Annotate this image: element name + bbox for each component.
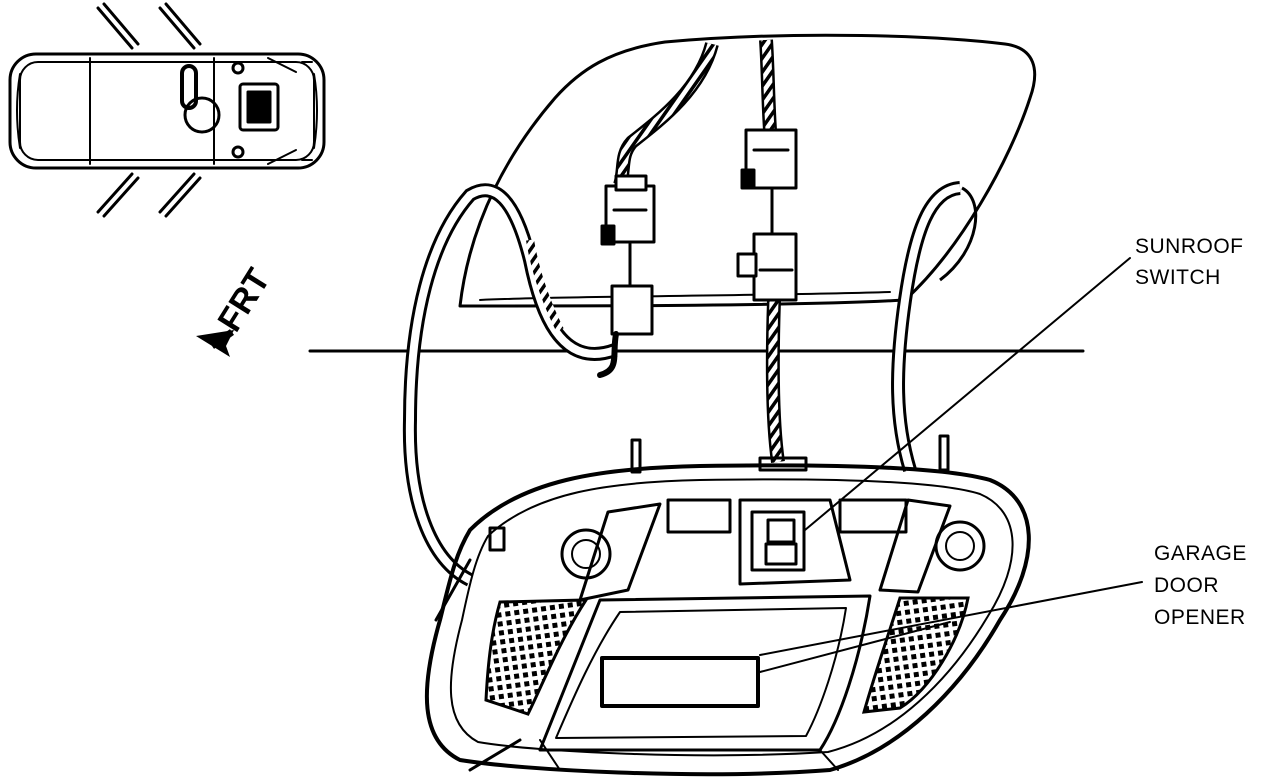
vehicle-body-outline bbox=[8, 52, 326, 170]
locator-sightlines bbox=[96, 2, 202, 218]
roof-panel bbox=[308, 33, 1085, 353]
garage-door-opener-label-line3: OPENER bbox=[1154, 606, 1246, 629]
front-direction-text: FRT bbox=[211, 262, 278, 338]
garage-door-opener-leader-upper bbox=[759, 581, 1143, 656]
center-upper-connector bbox=[740, 128, 798, 190]
inset-console-detail bbox=[180, 57, 313, 165]
vehicle-locator-inset bbox=[8, 2, 326, 218]
wiring-harnesses bbox=[402, 39, 978, 587]
left-lower-connector bbox=[597, 284, 654, 378]
console-lower-compartment bbox=[538, 594, 872, 771]
right-speaker-grille bbox=[861, 596, 970, 714]
garage-door-opener-label: GARAGE DOOR OPENER bbox=[1154, 542, 1247, 629]
garage-door-opener-leader-lower bbox=[759, 621, 951, 673]
garage-door-opener bbox=[600, 656, 760, 708]
mounting-studs bbox=[488, 434, 950, 552]
overhead-console bbox=[424, 434, 1031, 777]
garage-door-opener-label-line2: DOOR bbox=[1154, 574, 1219, 597]
front-direction-marker: FRT bbox=[196, 262, 278, 357]
sunroof-switch-leader bbox=[804, 257, 1131, 531]
right-loop-harness bbox=[891, 181, 962, 473]
sunroof-switch-label-line2: SWITCH bbox=[1135, 266, 1221, 289]
callout-leaders bbox=[759, 257, 1143, 673]
console-housing bbox=[424, 463, 1031, 777]
left-map-light bbox=[560, 528, 612, 580]
left-upper-connector bbox=[600, 174, 656, 246]
sunroof-switch-label-line1: SUNROOF bbox=[1135, 235, 1244, 258]
left-speaker-grille bbox=[484, 598, 589, 716]
center-lower-connector bbox=[736, 232, 798, 302]
right-map-light bbox=[934, 520, 986, 572]
sunroof-switch bbox=[750, 510, 806, 572]
sunroof-switch-label: SUNROOF SWITCH bbox=[1135, 235, 1244, 289]
garage-door-opener-label-line1: GARAGE bbox=[1154, 542, 1247, 565]
harness-connectors bbox=[597, 128, 798, 378]
